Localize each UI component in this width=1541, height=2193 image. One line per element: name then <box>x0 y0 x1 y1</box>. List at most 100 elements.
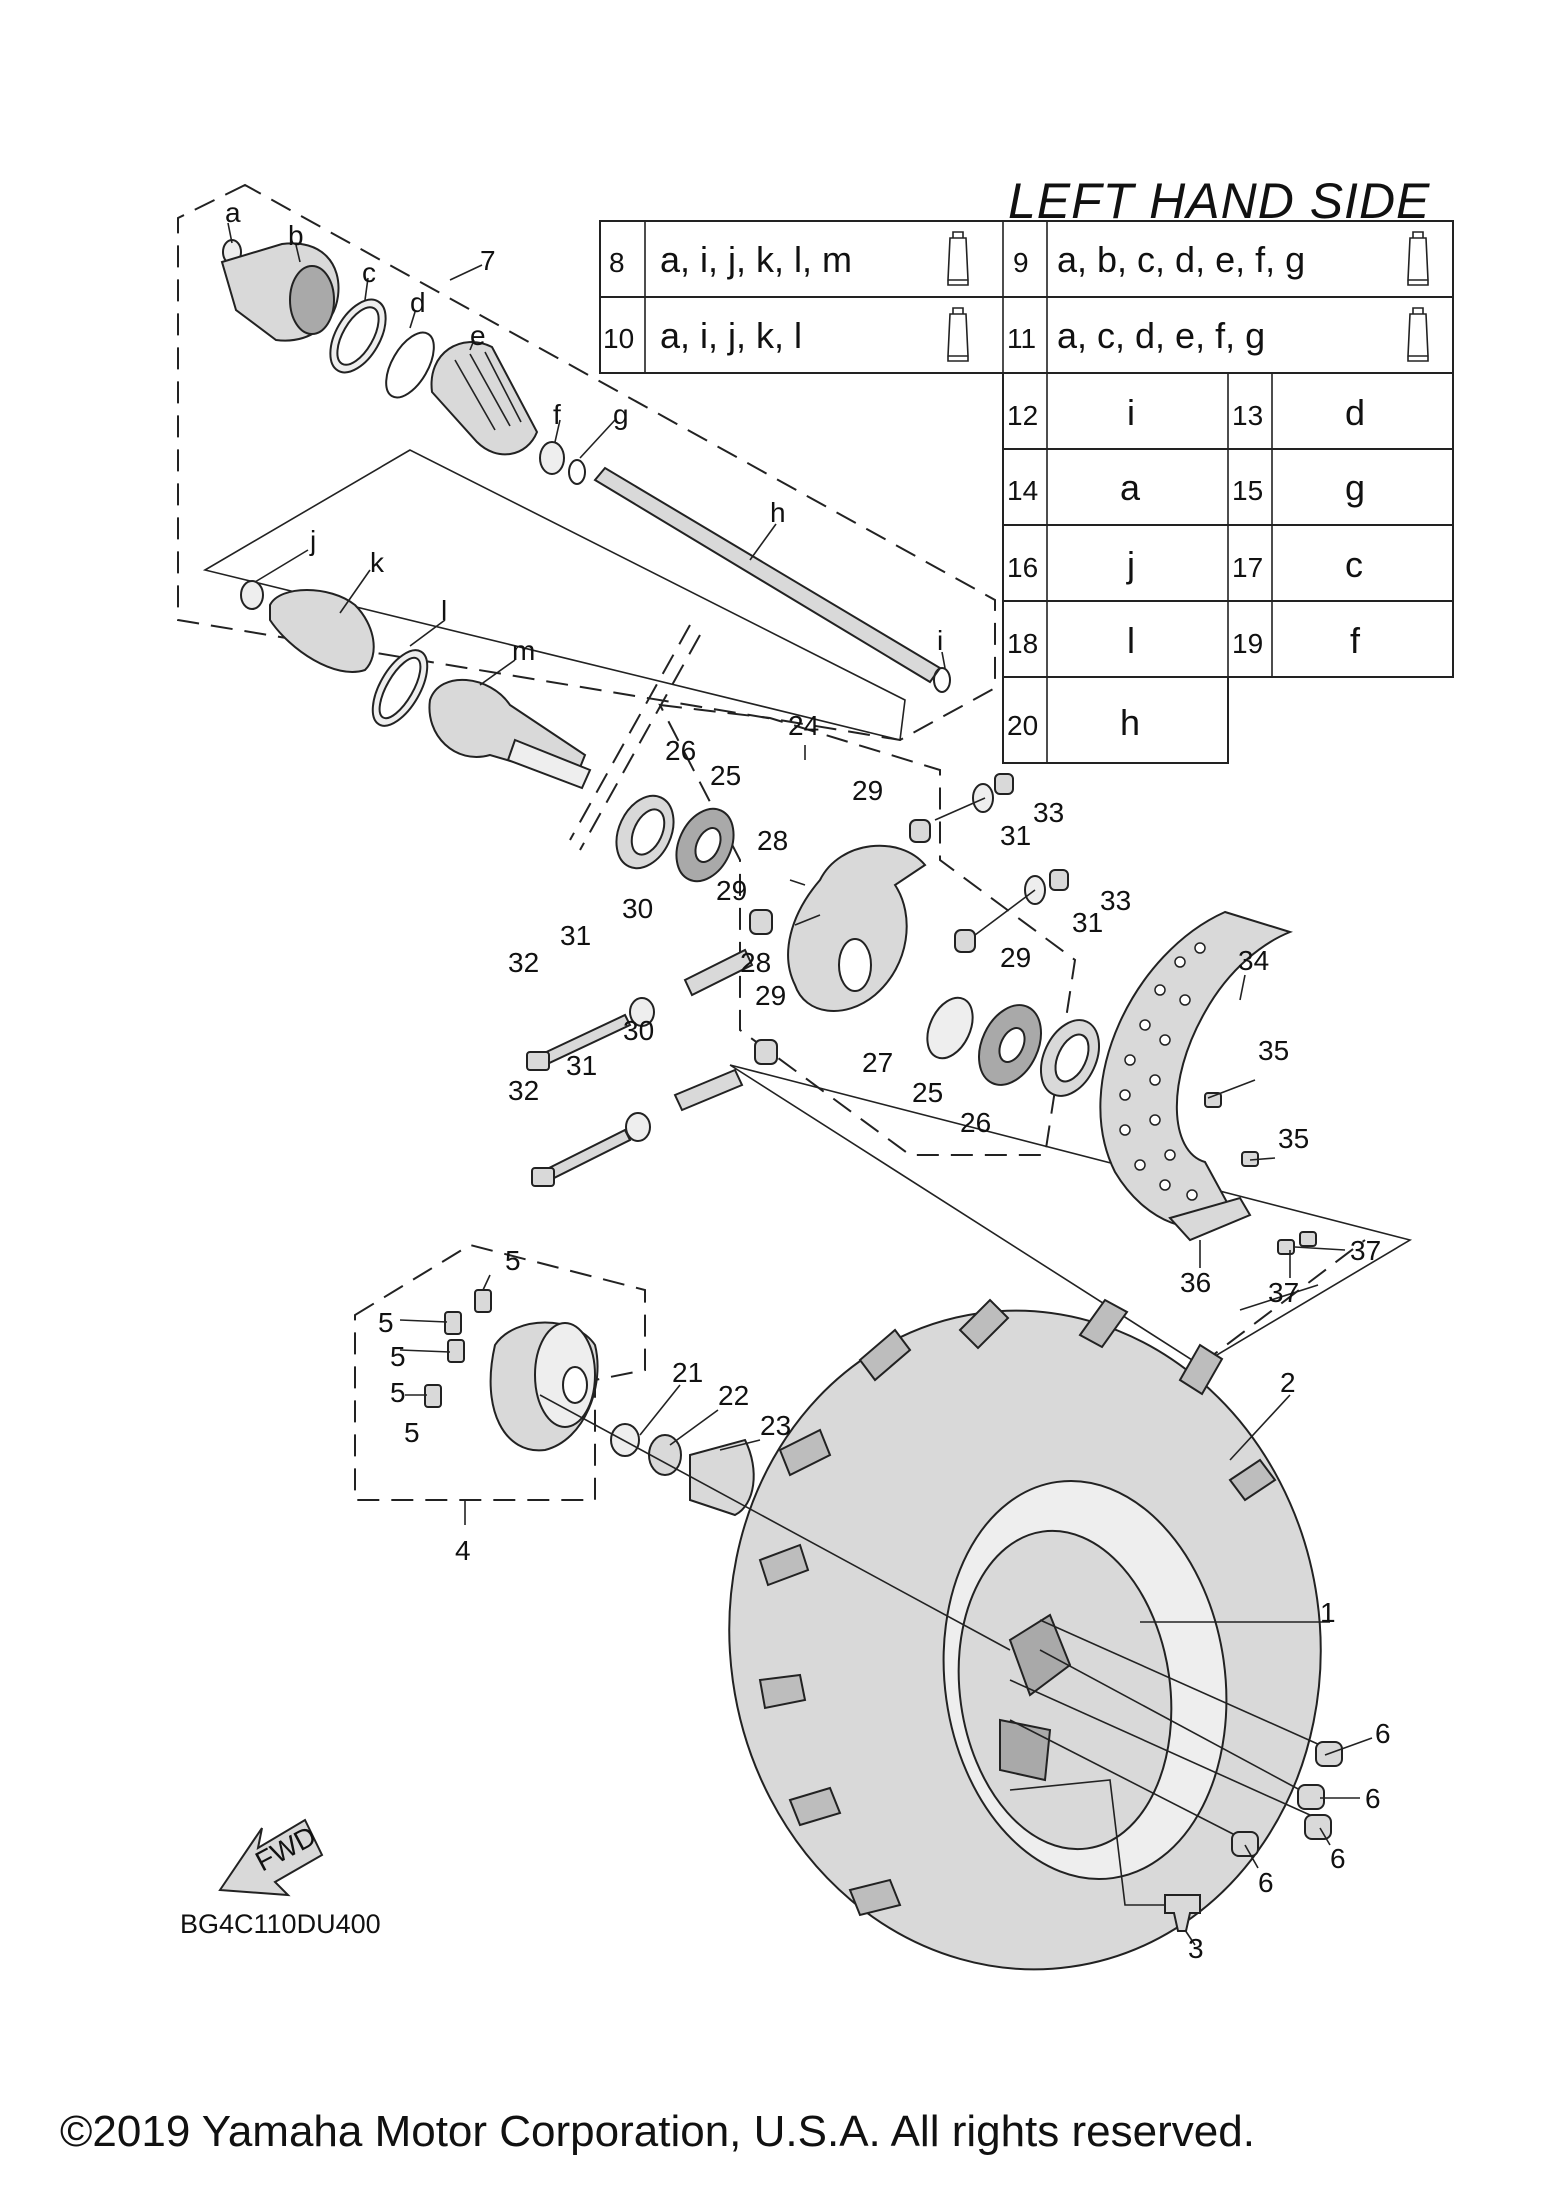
callout-7: 7 <box>480 245 496 276</box>
svg-text:a, c, d, e, f, g: a, c, d, e, f, g <box>1057 315 1265 356</box>
grease-tube-icon <box>947 231 969 286</box>
callout-29: 29 <box>716 875 747 906</box>
callout-6: 6 <box>1365 1783 1381 1814</box>
callout-5: 5 <box>505 1245 521 1276</box>
callout-28: 28 <box>740 947 771 978</box>
callout-21: 21 <box>672 1357 703 1388</box>
svg-text:16: 16 <box>1007 552 1038 583</box>
diagram-title: LEFT HAND SIDE <box>1008 173 1430 229</box>
single-row-14: 14 a <box>1007 467 1141 508</box>
callout-32: 32 <box>508 1075 539 1106</box>
callout-33: 33 <box>1100 885 1131 916</box>
callout-33: 33 <box>1033 797 1064 828</box>
single-row-19: 19 f <box>1232 620 1361 661</box>
svg-text:i: i <box>1127 392 1135 433</box>
callout-34: 34 <box>1238 945 1269 976</box>
copyright-footer: ©2019 Yamaha Motor Corporation, U.S.A. A… <box>60 2107 1255 2156</box>
callout-letter-c: c <box>362 257 376 288</box>
callout-26: 26 <box>665 735 696 766</box>
svg-text:8: 8 <box>609 247 625 278</box>
callout-23: 23 <box>760 1410 791 1441</box>
svg-text:17: 17 <box>1232 552 1263 583</box>
callout-letter-h: h <box>770 497 786 528</box>
svg-text:l: l <box>1127 620 1135 661</box>
wheel-tire <box>539 1239 1366 1971</box>
single-row-15: 15 g <box>1232 467 1365 508</box>
single-row-12: 12 i <box>1007 392 1135 433</box>
spec-table: 8 a, i, j, k, l, m 9 a, b, c, d, e, f, g… <box>599 220 1454 764</box>
svg-text:15: 15 <box>1232 475 1263 506</box>
leader-lines <box>227 222 1373 1946</box>
svg-text:g: g <box>1345 467 1365 508</box>
grease-tube-icon <box>947 307 969 362</box>
knuckle-assembly <box>526 624 1101 1187</box>
svg-text:h: h <box>1120 702 1140 743</box>
grease-tube-icon <box>1407 231 1429 286</box>
callout-27: 27 <box>862 1047 893 1078</box>
callout-4: 4 <box>455 1535 471 1566</box>
kit-row-10: 10 a, i, j, k, l <box>603 315 802 356</box>
callout-2: 2 <box>1280 1367 1296 1398</box>
callout-29: 29 <box>755 980 786 1011</box>
svg-text:14: 14 <box>1007 475 1038 506</box>
drive-shaft-assembly <box>177 183 996 790</box>
kit-row-11: 11 a, c, d, e, f, g <box>1007 315 1265 356</box>
callout-letter-a: a <box>225 197 241 228</box>
callout-5: 5 <box>390 1341 406 1372</box>
svg-text:j: j <box>1126 544 1135 585</box>
svg-text:18: 18 <box>1007 628 1038 659</box>
kit-row-9: 9 a, b, c, d, e, f, g <box>1013 239 1305 280</box>
callout-3: 3 <box>1188 1933 1204 1964</box>
svg-text:10: 10 <box>603 323 634 354</box>
callout-labels: a b c d e f g h i j k l m 1 2 3 4 5 5 5 … <box>225 197 1391 1964</box>
callout-31: 31 <box>1072 907 1103 938</box>
callout-5: 5 <box>378 1307 394 1338</box>
callout-37: 37 <box>1268 1277 1299 1308</box>
callout-letter-j: j <box>309 525 316 556</box>
svg-text:13: 13 <box>1232 400 1263 431</box>
single-row-17: 17 c <box>1232 544 1363 585</box>
callout-letter-k: k <box>370 547 385 578</box>
svg-text:c: c <box>1345 544 1363 585</box>
fwd-arrow-icon: FWD <box>218 1818 324 1897</box>
callout-5: 5 <box>404 1417 420 1448</box>
callout-31: 31 <box>560 920 591 951</box>
callout-26: 26 <box>960 1107 991 1138</box>
kit-row-8: 8 a, i, j, k, l, m <box>609 239 852 280</box>
callout-5: 5 <box>390 1377 406 1408</box>
callout-letter-l: l <box>441 595 447 626</box>
svg-text:9: 9 <box>1013 247 1029 278</box>
callout-letter-e: e <box>470 320 486 351</box>
callout-6: 6 <box>1258 1867 1274 1898</box>
callout-letter-f: f <box>553 399 561 430</box>
callout-22: 22 <box>718 1380 749 1411</box>
callout-letter-d: d <box>410 287 426 318</box>
callout-1: 1 <box>1320 1597 1336 1628</box>
callout-letter-b: b <box>288 220 304 251</box>
svg-text:a, i, j, k, l: a, i, j, k, l <box>660 315 802 356</box>
svg-text:a, b, c, d, e, f, g: a, b, c, d, e, f, g <box>1057 239 1305 280</box>
callout-28: 28 <box>757 825 788 856</box>
callout-29: 29 <box>1000 942 1031 973</box>
svg-text:11: 11 <box>1007 323 1036 354</box>
callout-24: 24 <box>788 710 819 741</box>
callout-32: 32 <box>508 947 539 978</box>
svg-text:19: 19 <box>1232 628 1263 659</box>
callout-letter-i: i <box>937 625 943 656</box>
svg-text:a: a <box>1120 467 1141 508</box>
callout-6: 6 <box>1330 1843 1346 1874</box>
callout-31: 31 <box>566 1050 597 1081</box>
callout-35: 35 <box>1278 1123 1309 1154</box>
callout-29: 29 <box>852 775 883 806</box>
callout-31: 31 <box>1000 820 1031 851</box>
svg-text:20: 20 <box>1007 710 1038 741</box>
single-row-16: 16 j <box>1007 544 1135 585</box>
svg-text:f: f <box>1350 620 1361 661</box>
callout-30: 30 <box>622 893 653 924</box>
callout-35: 35 <box>1258 1035 1289 1066</box>
svg-text:12: 12 <box>1007 400 1038 431</box>
svg-text:a, i, j, k, l, m: a, i, j, k, l, m <box>660 239 852 280</box>
diagram-code: BG4C110DU400 <box>180 1909 381 1939</box>
